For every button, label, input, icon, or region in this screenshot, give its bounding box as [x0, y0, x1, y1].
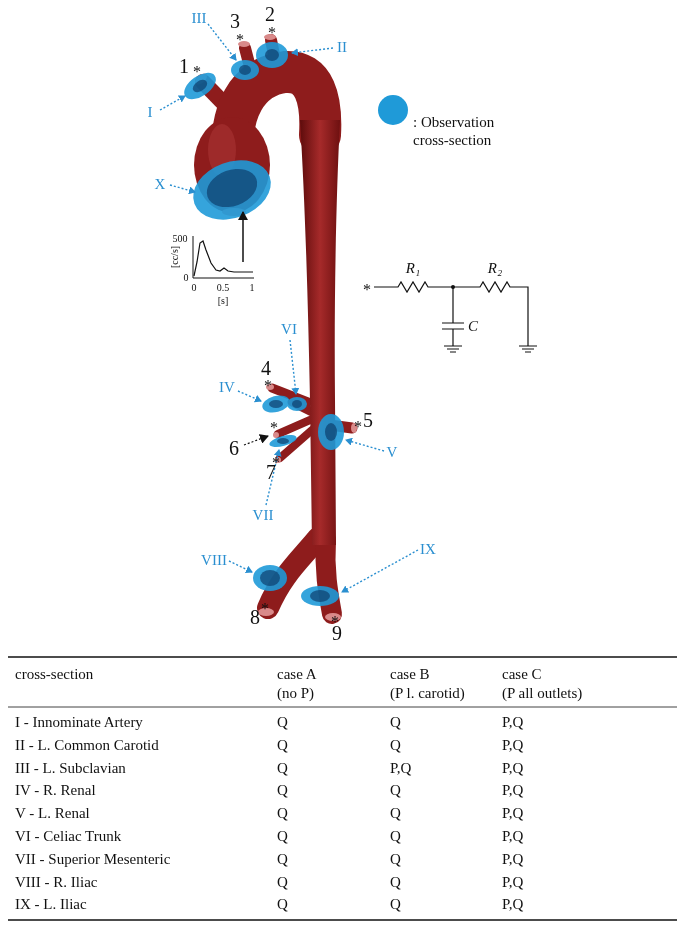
table-cell: P,Q [502, 851, 523, 868]
table-cell: Q [277, 828, 288, 845]
table-cell: Q [277, 782, 288, 799]
table-cell: I - Innominate Artery [15, 714, 143, 731]
outlet-marker: * [272, 454, 280, 472]
outlet-number: 8 [250, 606, 260, 628]
table-cell: Q [277, 805, 288, 822]
resistor-label: R₂ [488, 260, 502, 277]
section-label: I [148, 104, 153, 121]
table-cell: II - L. Common Carotid [15, 737, 159, 754]
section-label: V [387, 444, 398, 461]
outlet-marker: * [236, 31, 244, 49]
axis-tick: 500 [173, 233, 188, 244]
axis-unit: [cc/s] [169, 246, 180, 268]
table-cell: P,Q [502, 760, 523, 777]
outlet-marker: * [268, 24, 276, 42]
legend-text: : Observation cross-section [413, 113, 523, 149]
outlet-marker: * [363, 281, 371, 299]
outlet-marker: * [270, 419, 278, 437]
legend-swatch [378, 95, 408, 125]
outlet-number: 1 [179, 55, 189, 77]
table-header: (P all outlets) [502, 685, 582, 702]
table-cell: P,Q [502, 874, 523, 891]
table-cell: Q [390, 805, 401, 822]
section-label: VII [253, 507, 274, 524]
table-cell: IV - R. Renal [15, 782, 96, 799]
capacitor-label: C [468, 318, 478, 335]
table-cell: V - L. Renal [15, 805, 90, 822]
section-label: X [155, 176, 166, 193]
outlet-number: 4 [261, 357, 271, 379]
section-label: II [337, 39, 347, 56]
table-cell: P,Q [502, 896, 523, 913]
table-header: cross-section [15, 666, 93, 683]
table-cell: Q [390, 851, 401, 868]
table-cell: VIII - R. Iliac [15, 874, 97, 891]
axis-unit: [s] [218, 295, 229, 306]
section-label: III [192, 10, 207, 27]
table-cell: P,Q [502, 737, 523, 754]
outlet-marker: * [261, 600, 269, 618]
outlet-marker: * [354, 418, 362, 436]
outlet-marker: * [264, 377, 272, 395]
table-cell: IX - L. Iliac [15, 896, 87, 913]
table-cell: Q [277, 714, 288, 731]
table-cell: Q [390, 828, 401, 845]
section-label: IX [420, 541, 436, 558]
outlet-marker: * [331, 613, 339, 631]
outlet-number: 2 [265, 3, 275, 25]
table-cell: Q [390, 782, 401, 799]
table-cell: Q [277, 851, 288, 868]
table-cell: P,Q [502, 828, 523, 845]
table-cell: VI - Celiac Trunk [15, 828, 121, 845]
section-label: VI [281, 321, 297, 338]
section-label: VIII [201, 552, 227, 569]
table-cell: III - L. Subclavian [15, 760, 126, 777]
table-cell: Q [277, 760, 288, 777]
table-cell: Q [277, 737, 288, 754]
table-cell: Q [277, 896, 288, 913]
axis-tick: 0 [192, 282, 197, 293]
table-cell: Q [277, 874, 288, 891]
table-cell: Q [390, 874, 401, 891]
axis-tick: 1 [250, 282, 255, 293]
table-cell: P,Q [502, 782, 523, 799]
table-cell: Q [390, 896, 401, 913]
table-header: (no P) [277, 685, 314, 702]
table-cell: Q [390, 714, 401, 731]
table-header: case C [502, 666, 542, 683]
outlet-number: 5 [363, 409, 373, 431]
table-cell: P,Q [390, 760, 411, 777]
section-label: IV [219, 379, 235, 396]
table-cell: VII - Superior Mesenteric [15, 851, 170, 868]
resistor-label: R₁ [406, 260, 420, 277]
table-cell: P,Q [502, 714, 523, 731]
axis-tick: 0 [184, 272, 189, 283]
axis-tick: 0.5 [217, 282, 230, 293]
table-cell: Q [390, 737, 401, 754]
table-cell: P,Q [502, 805, 523, 822]
outlet-marker: * [193, 63, 201, 81]
outlet-number: 6 [229, 437, 239, 459]
table-header: case B [390, 666, 430, 683]
table-header: case A [277, 666, 317, 683]
table-header: (P l. carotid) [390, 685, 465, 702]
outlet-number: 3 [230, 10, 240, 32]
